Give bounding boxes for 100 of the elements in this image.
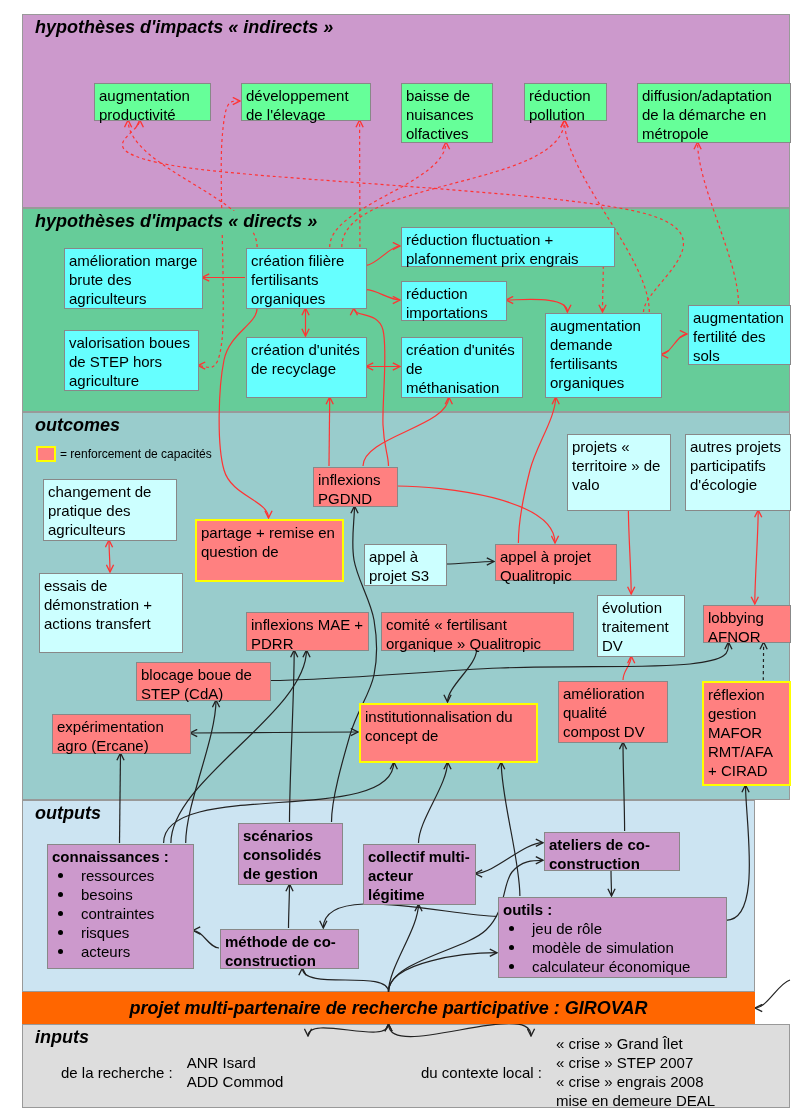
arrow xyxy=(750,509,763,605)
arrow xyxy=(622,655,635,681)
dashed-arrow xyxy=(355,119,364,248)
box-label: partage + remise en question de xyxy=(201,523,336,561)
box-label: essais de démonstration + actions transfert xyxy=(44,576,153,633)
dashed-arrow xyxy=(125,119,258,248)
impact-box xyxy=(64,330,199,391)
arrow xyxy=(185,699,220,844)
arrow xyxy=(618,741,628,832)
box-label: évolution traitement DV xyxy=(602,598,670,655)
box-label: augmentation demande fertilisants organiques xyxy=(550,316,642,392)
outcome-box xyxy=(685,434,791,511)
arrow xyxy=(201,273,246,282)
dashed-arrow xyxy=(197,96,241,371)
arrow xyxy=(445,557,495,566)
band-title: hypothèses d'impacts « indirects » xyxy=(33,17,336,38)
arrow xyxy=(505,295,570,313)
box-label: lobbying AFNOR xyxy=(708,608,765,646)
arrow xyxy=(444,649,478,703)
impact-box xyxy=(524,83,607,121)
band-title: inputs xyxy=(33,1027,91,1048)
list-item: acteurs xyxy=(81,942,131,961)
arrow xyxy=(396,485,558,544)
impact-box xyxy=(246,248,367,309)
list-item: jeu de rôle xyxy=(532,919,603,938)
arrow xyxy=(626,509,636,595)
impact-box xyxy=(401,337,523,398)
outcome-box xyxy=(43,479,177,541)
output-box xyxy=(498,897,727,978)
outcome-box xyxy=(195,519,344,582)
box-label: réflexion gestion MAFOR RMT/AFA + CIRAD xyxy=(708,685,774,780)
outcome-box xyxy=(313,467,398,507)
box-label: appel à projet S3 xyxy=(369,547,431,585)
arrow xyxy=(417,761,452,844)
arrow xyxy=(189,727,359,738)
box-label: valorisation boues de STEP hors agriculture xyxy=(69,333,191,390)
impact-box xyxy=(401,281,507,321)
outcome-box xyxy=(364,544,447,586)
list-item: modèle de simulation xyxy=(532,938,674,957)
outcome-box xyxy=(381,612,574,651)
impact-box xyxy=(241,83,371,121)
dashed-arrow xyxy=(693,141,740,305)
box-label: comité « fertilisant organique » Qualitropic xyxy=(386,615,543,653)
box-label: augmentation fertilité des sols xyxy=(693,308,785,365)
arrow xyxy=(163,761,396,844)
box-label: collectif multi-acteur légitime xyxy=(368,847,471,904)
arrow xyxy=(192,927,220,949)
box-label: amélioration qualité compost DV xyxy=(563,684,646,741)
arrow xyxy=(104,539,115,573)
band-title: outputs xyxy=(33,803,103,824)
impact-box xyxy=(401,83,493,143)
box-label: inflexions MAE + PDRR xyxy=(251,615,364,653)
dashed-arrow xyxy=(121,119,684,313)
list-item: besoins xyxy=(81,885,133,904)
input-heading: de la recherche : xyxy=(61,1062,173,1082)
box-label: réduction fluctuation + plafonnement prix engrais xyxy=(406,230,580,268)
list-item: calculateur économique xyxy=(532,957,691,976)
impact-box xyxy=(94,83,211,121)
impact-box xyxy=(688,305,791,365)
box-label: ateliers de co-construction xyxy=(549,835,651,873)
box-label: création d'unités de méthanisation xyxy=(406,340,516,397)
arrow xyxy=(288,649,299,823)
box-label: institutionnalisation du concept de xyxy=(365,707,514,745)
impact-box xyxy=(401,227,615,267)
input-item: « crise » STEP 2007 xyxy=(555,1053,695,1072)
box-label: méthode de co-construction xyxy=(225,932,337,970)
band-panel xyxy=(22,14,790,208)
output-box xyxy=(220,929,359,969)
box-label: projets « territoire » de valo xyxy=(572,437,662,494)
arrow xyxy=(607,869,616,897)
box-label: expérimentation agro (Ercane) xyxy=(57,717,165,755)
arrow xyxy=(285,883,294,929)
output-box xyxy=(238,823,343,885)
band-panel xyxy=(22,208,790,412)
input-heading: du contexte local : xyxy=(421,1062,542,1082)
dashed-arrow xyxy=(561,119,650,313)
box-label: création d'unités de recyclage xyxy=(251,340,361,378)
box-heading: connaissances : xyxy=(52,847,170,866)
arrow xyxy=(269,641,733,682)
input-item: ADD Commod xyxy=(186,1072,284,1091)
box-label: réduction importations xyxy=(406,284,489,322)
outcome-box xyxy=(703,605,791,643)
impact-box xyxy=(637,83,791,143)
band-title: hypothèses d'impacts « directs » xyxy=(33,211,320,232)
box-label: développement de l'élevage xyxy=(246,86,350,124)
band-panel xyxy=(22,412,790,800)
output-box xyxy=(47,844,194,969)
input-item: « crise » Grand Îlet xyxy=(555,1034,684,1053)
arrow xyxy=(300,967,390,993)
box-label: création filière fertilisants organiques xyxy=(251,251,346,308)
arrow xyxy=(365,362,401,371)
box-label: blocage boue de STEP (CdA) xyxy=(141,665,253,703)
outcome-box xyxy=(39,573,183,653)
arrow xyxy=(365,242,401,266)
list-item: risques xyxy=(81,923,130,942)
arrow xyxy=(170,649,310,844)
arrow xyxy=(387,948,498,993)
box-label: appel à projet Qualitropic xyxy=(500,547,592,585)
arrow xyxy=(474,839,544,877)
arrow xyxy=(325,396,334,467)
